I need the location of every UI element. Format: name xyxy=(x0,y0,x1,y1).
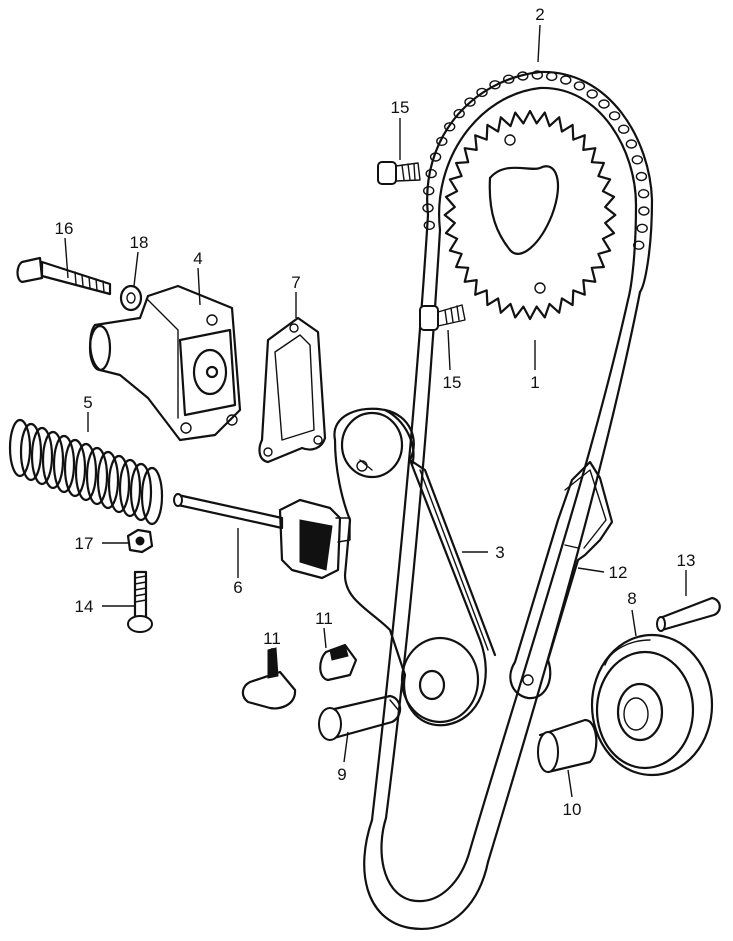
tensioner-housing xyxy=(88,284,242,442)
chain-link xyxy=(586,89,598,99)
chain-link xyxy=(598,99,610,109)
callout-5: 5 xyxy=(83,393,92,412)
chain-link xyxy=(422,203,434,213)
callout-15-upper: 15 xyxy=(391,98,410,117)
spring-coil xyxy=(30,426,54,486)
tensioner-spring xyxy=(8,418,164,526)
roller-collar xyxy=(537,718,598,774)
washer xyxy=(119,284,143,312)
callout-13: 13 xyxy=(677,551,696,570)
chain-link xyxy=(444,122,456,132)
chain-link xyxy=(637,188,650,199)
arm-collar xyxy=(318,694,402,741)
chain-link xyxy=(608,111,621,121)
flange-bolt-lower xyxy=(419,304,466,331)
spring-coil xyxy=(96,450,120,510)
drive-chain xyxy=(363,70,654,930)
guide-piece-lower xyxy=(241,647,297,710)
callout-11-upper: 11 xyxy=(315,609,333,628)
callout-11-lower: 11 xyxy=(263,629,281,648)
chain-link xyxy=(517,71,529,81)
tensioner-roller xyxy=(590,633,714,777)
chain-link xyxy=(489,80,501,90)
callout-10: 10 xyxy=(563,800,582,819)
chain-link xyxy=(546,71,558,82)
chain-link xyxy=(464,97,476,107)
adjuster-bolt xyxy=(127,570,153,633)
callout-1: 1 xyxy=(530,373,539,392)
flange-bolt-upper xyxy=(377,161,421,185)
callout-18: 18 xyxy=(130,233,149,252)
leader-lines xyxy=(64,24,687,798)
callout-7: 7 xyxy=(291,273,300,292)
spring-coil xyxy=(41,430,65,490)
chain-link xyxy=(503,74,515,84)
spring-coil xyxy=(8,418,32,478)
spring-coil xyxy=(19,422,43,482)
spring-coil xyxy=(129,462,153,522)
chain-link xyxy=(618,124,630,134)
callout-4: 4 xyxy=(193,249,202,268)
chain-link xyxy=(625,139,638,149)
hex-nut xyxy=(126,528,154,554)
tensioner-arm xyxy=(333,407,497,727)
chain-link xyxy=(436,136,448,147)
spring-coil xyxy=(107,454,131,514)
long-bolt xyxy=(16,256,112,296)
chain-link xyxy=(423,220,435,231)
callout-8: 8 xyxy=(627,589,636,608)
chain-link xyxy=(423,185,435,196)
callout-16: 16 xyxy=(55,219,74,238)
chain-link xyxy=(638,206,650,216)
callout-15-lower: 15 xyxy=(443,373,462,392)
spring-coil xyxy=(140,466,164,526)
chain-link xyxy=(635,171,648,182)
callout-3: 3 xyxy=(495,543,504,562)
chain-link xyxy=(560,75,572,85)
tensioner-gasket xyxy=(258,316,327,464)
chain-link xyxy=(531,70,543,80)
callout-2: 2 xyxy=(535,5,544,24)
cam-sprocket xyxy=(443,109,617,321)
chain-link xyxy=(633,240,645,250)
pivot-pin xyxy=(656,596,721,632)
callout-6: 6 xyxy=(233,578,242,597)
chain-link xyxy=(453,108,465,119)
chain-link xyxy=(631,155,643,165)
chain-link xyxy=(573,81,586,91)
chain-link xyxy=(429,152,442,162)
callout-14: 14 xyxy=(75,597,94,616)
callout-17: 17 xyxy=(75,534,94,553)
spring-coil xyxy=(63,438,87,498)
callout-9: 9 xyxy=(337,765,346,784)
callout-numbers: 2 15 15 1 16 18 4 7 5 6 17 14 3 12 13 8 … xyxy=(55,5,696,819)
chain-link xyxy=(425,168,437,179)
chain-guide-arm xyxy=(509,460,614,700)
spring-coil xyxy=(74,442,98,502)
spring-coil xyxy=(52,434,76,494)
push-rod xyxy=(173,493,351,580)
callout-12: 12 xyxy=(609,563,628,582)
guide-piece-upper xyxy=(319,643,358,682)
spring-coil xyxy=(118,458,142,518)
chain-link xyxy=(476,87,488,98)
chain-link xyxy=(636,223,648,234)
spring-coil xyxy=(85,446,109,506)
